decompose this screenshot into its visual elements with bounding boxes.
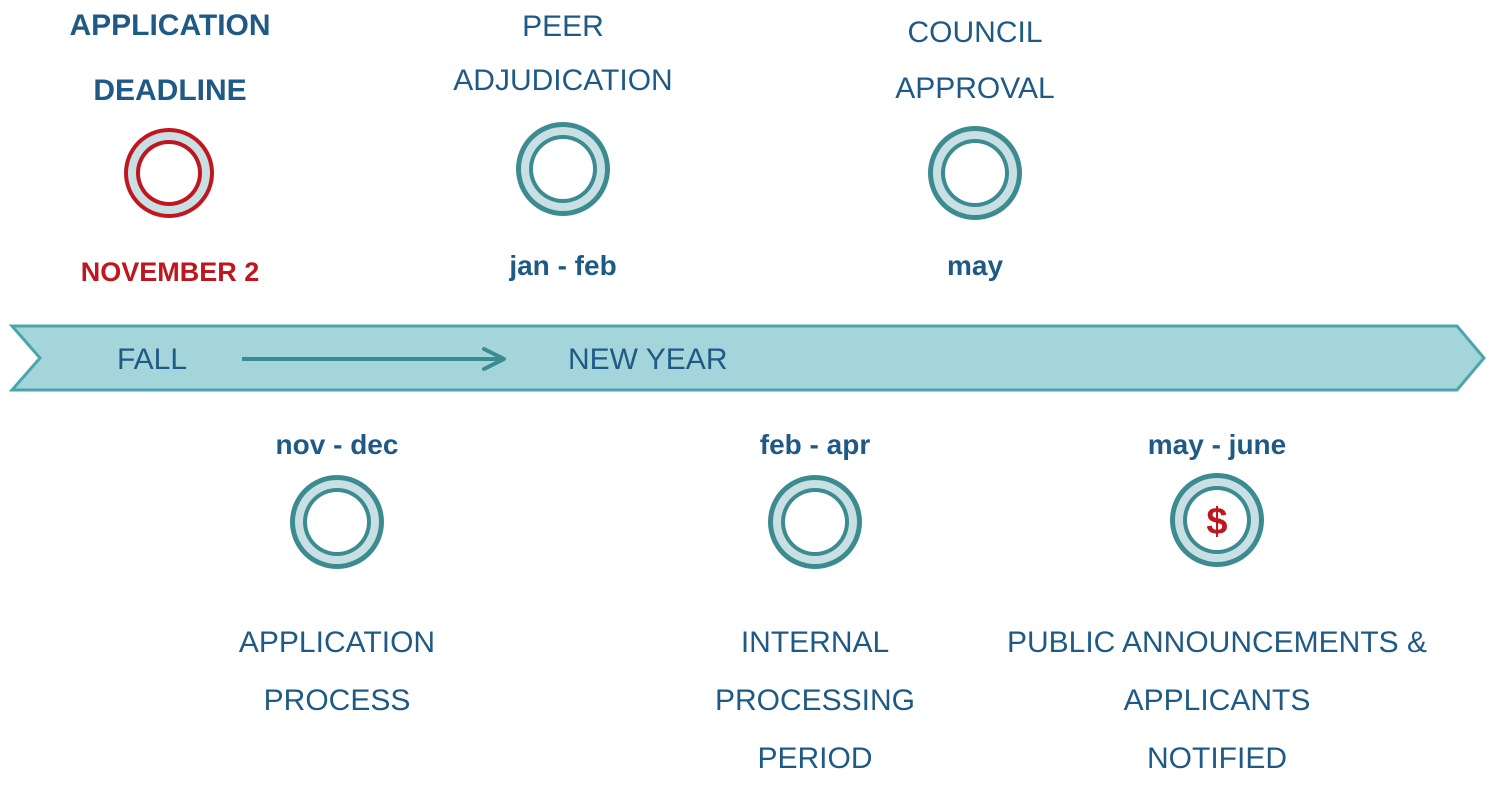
milestone-title-line: APPLICATION bbox=[69, 9, 271, 42]
milestone-description-line: PROCESSING bbox=[714, 684, 916, 717]
milestone-description-line: PERIOD bbox=[757, 742, 873, 775]
ring-icon bbox=[290, 475, 384, 569]
milestone-description-line: PUBLIC ANNOUNCEMENTS & bbox=[1006, 626, 1428, 659]
milestone-description-line: APPLICATION bbox=[238, 626, 436, 659]
milestone-date: jan - feb bbox=[509, 250, 617, 281]
ring-icon-red bbox=[124, 128, 214, 218]
milestone-date: may - june bbox=[1147, 429, 1287, 460]
milestone-description-line: PROCESS bbox=[263, 684, 411, 717]
milestone-title: APPLICATION DEADLINE bbox=[0, 0, 340, 117]
timeline-diagram: $ bbox=[8, 122, 1486, 569]
milestone-title-line: DEADLINE bbox=[93, 74, 247, 107]
milestone-title-line: PEER bbox=[522, 10, 604, 43]
milestone-description: INTERNAL PROCESSING PERIOD bbox=[665, 614, 965, 788]
milestone-title: COUNCIL APPROVAL bbox=[825, 5, 1125, 117]
milestone-date: feb - apr bbox=[759, 429, 871, 460]
progress-arrow bbox=[242, 347, 506, 371]
milestone-title-line: APPROVAL bbox=[895, 72, 1055, 105]
milestone-description-line: INTERNAL bbox=[740, 626, 890, 659]
band-end-label: NEW YEAR bbox=[568, 343, 728, 376]
milestone-description: PUBLIC ANNOUNCEMENTS & APPLICANTS NOTIFI… bbox=[977, 614, 1457, 788]
milestone-date: may bbox=[946, 250, 1004, 281]
dollar-ring-icon: $ bbox=[1170, 473, 1264, 567]
milestone-description-line: NOTIFIED bbox=[1147, 742, 1287, 775]
milestone-date: NOVEMBER 2 bbox=[80, 257, 260, 287]
milestone-title: PEER ADJUDICATION bbox=[413, 0, 713, 108]
milestone-date: nov - dec bbox=[275, 429, 399, 460]
band-start-label: FALL bbox=[117, 343, 188, 376]
milestone-title-line: ADJUDICATION bbox=[453, 64, 673, 97]
milestone-description: APPLICATION PROCESS bbox=[187, 614, 487, 730]
dollar-symbol: $ bbox=[1206, 501, 1227, 543]
ring-icon bbox=[928, 126, 1022, 220]
ring-icon bbox=[768, 475, 862, 569]
milestone-title-line: COUNCIL bbox=[907, 16, 1043, 49]
ring-icon bbox=[516, 122, 610, 216]
milestone-description-line: APPLICANTS bbox=[1123, 684, 1311, 717]
timeline-band bbox=[8, 324, 1486, 392]
